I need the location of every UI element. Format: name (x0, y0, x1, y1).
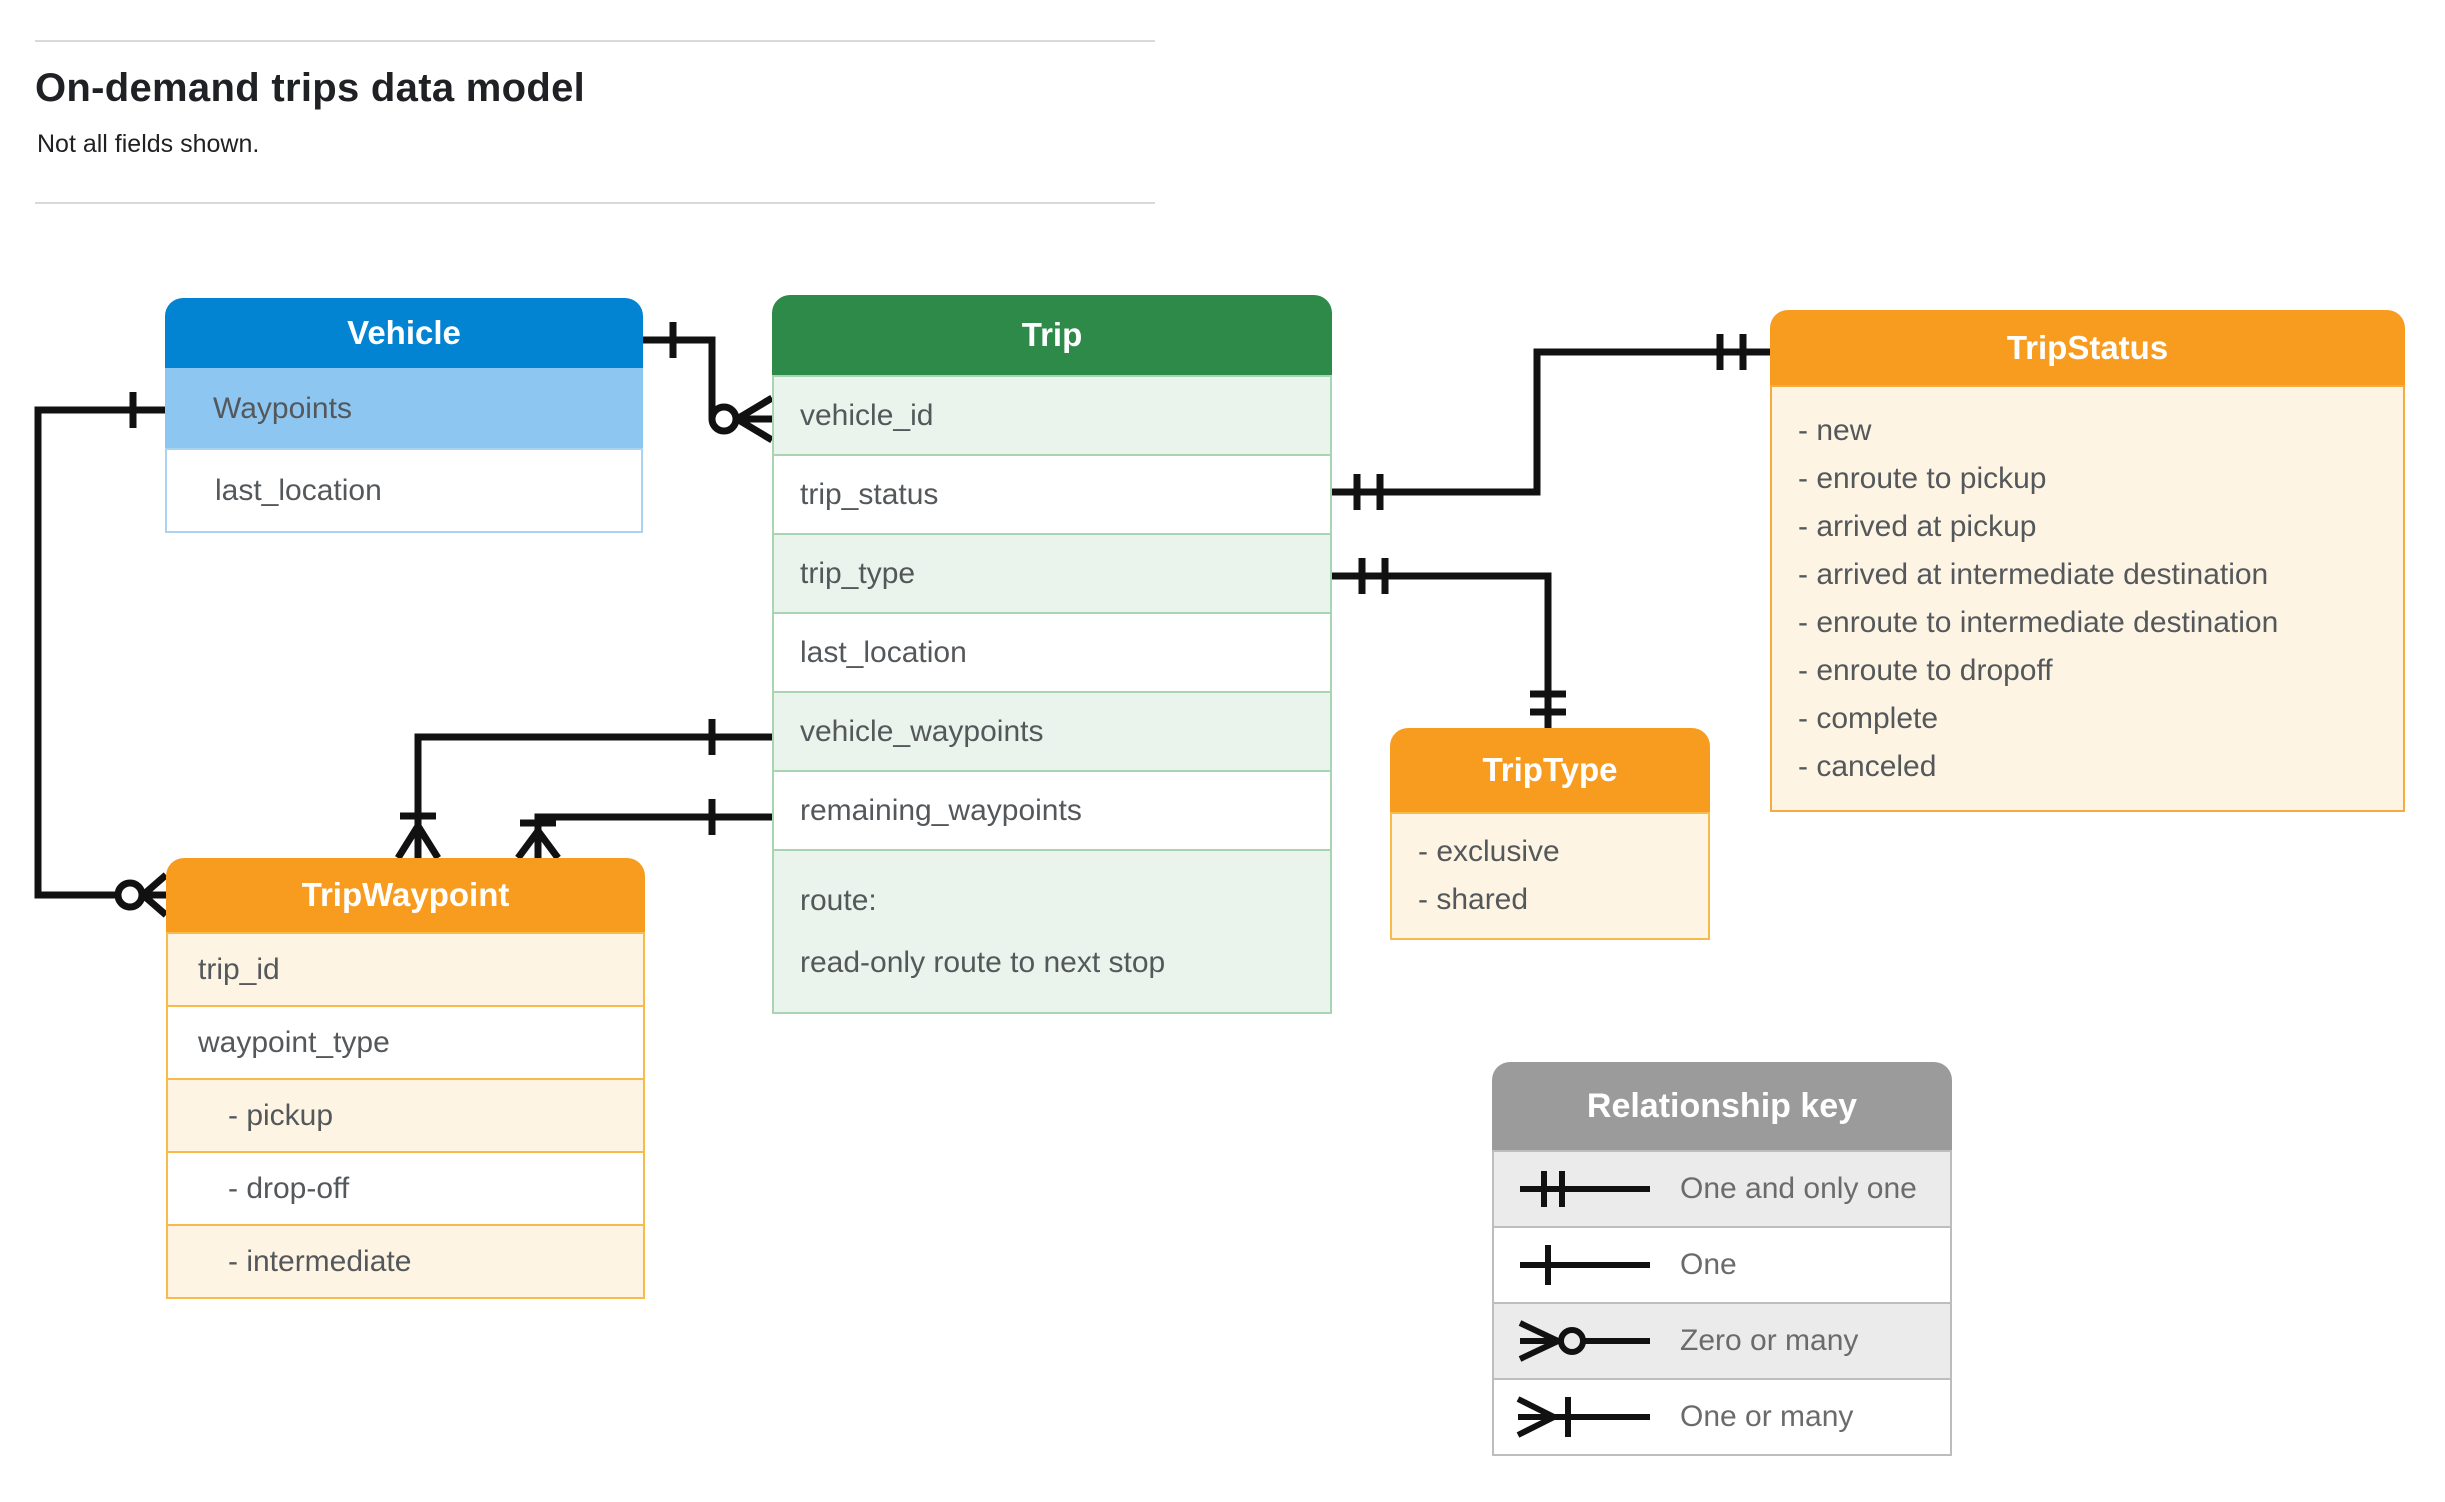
zero-or-many-crowfoot-icon (735, 394, 774, 444)
status-value: - arrived at pickup (1798, 509, 2037, 543)
top-divider (35, 40, 1155, 42)
one-and-only-one-ticks-icon (1353, 474, 1384, 510)
entity-tripwaypoint: TripWaypoint trip_id waypoint_type - pic… (166, 858, 645, 1299)
field-waypoint-type: waypoint_type (166, 1005, 645, 1080)
connector-vehicle-to-trip (643, 322, 774, 444)
page-subtitle: Not all fields shown. (37, 130, 260, 158)
connector-vehicle-waypoints-field-to-tripwaypoint (395, 719, 772, 860)
connector-trip-type-to-triptype (1332, 558, 1566, 728)
zero-or-many-crowfoot-icon (140, 872, 169, 918)
zero-or-many-circle-icon (708, 403, 740, 435)
legend-label: One or many (1680, 1400, 1854, 1433)
one-or-many-crowfoot-icon (395, 824, 441, 860)
field-trip-type: trip_type (772, 533, 1332, 614)
status-value: - canceled (1798, 749, 1937, 783)
connector-trip-status-to-tripstatus (1332, 334, 1770, 510)
status-value: - enroute to dropoff (1798, 653, 2053, 687)
entity-trip: Trip vehicle_id trip_status trip_type la… (772, 295, 1332, 1014)
tripstatus-values: - new - enroute to pickup - arrived at p… (1770, 385, 2405, 812)
one-or-many-icon (1516, 1396, 1650, 1438)
one-or-many-crowfoot-icon (515, 828, 561, 861)
title-divider (35, 202, 1155, 204)
field-route: route: read-only route to next stop (772, 849, 1332, 1014)
field-last-location: last_location (165, 448, 643, 533)
entity-vehicle-title: Vehicle (165, 298, 643, 368)
connector-remaining-waypoints-field-to-tripwaypoint (515, 799, 772, 861)
entity-tripwaypoint-title: TripWaypoint (166, 858, 645, 932)
one-icon (1520, 1245, 1650, 1285)
type-value: - shared (1418, 883, 1529, 916)
status-value: - new (1798, 413, 1872, 447)
field-remaining-waypoints: remaining_waypoints (772, 770, 1332, 851)
waypoint-type-pickup: - pickup (166, 1078, 645, 1153)
entity-vehicle: Vehicle Waypoints last_location (165, 298, 643, 533)
entity-tripstatus-title: TripStatus (1770, 310, 2405, 385)
entity-trip-title: Trip (772, 295, 1332, 375)
one-and-only-one-ticks-icon (1530, 690, 1566, 716)
field-vehicle-waypoints: vehicle_waypoints (772, 691, 1332, 772)
triptype-values: - exclusive - shared (1390, 812, 1710, 940)
status-value: - complete (1798, 701, 1939, 735)
one-and-only-one-ticks-icon (1358, 558, 1389, 594)
field-vehicle-id: vehicle_id (772, 375, 1332, 456)
relationship-key-title: Relationship key (1492, 1062, 1952, 1150)
status-value: - enroute to intermediate destination (1798, 605, 2279, 639)
entity-triptype: TripType - exclusive - shared (1390, 728, 1710, 940)
status-value: - enroute to pickup (1798, 461, 2047, 495)
entity-tripstatus: TripStatus - new - enroute to pickup - a… (1770, 310, 2405, 812)
legend-row-one: One (1492, 1226, 1952, 1304)
legend-row-zero-or-many: Zero or many (1492, 1302, 1952, 1380)
status-value: - arrived at intermediate destination (1798, 557, 2269, 591)
entity-triptype-title: TripType (1390, 728, 1710, 812)
connector-vehicle-waypoints-to-tripwaypoint (34, 392, 169, 918)
page-title: On-demand trips data model (35, 66, 586, 110)
legend-row-one-or-many: One or many (1492, 1378, 1952, 1456)
zero-or-many-circle-icon (114, 879, 146, 911)
field-last-location: last_location (772, 612, 1332, 693)
field-trip-status: trip_status (772, 454, 1332, 535)
legend-label: One and only one (1680, 1172, 1917, 1205)
one-and-only-one-ticks-icon (1716, 334, 1747, 370)
zero-or-many-icon (1518, 1320, 1650, 1362)
field-route-line2: read-only route to next stop (800, 945, 1166, 979)
type-value: - exclusive (1418, 835, 1560, 868)
legend-row-one-and-only-one: One and only one (1492, 1150, 1952, 1228)
legend-label: One (1680, 1248, 1737, 1281)
legend-label: Zero or many (1680, 1324, 1859, 1357)
waypoint-type-intermediate: - intermediate (166, 1224, 645, 1299)
one-and-only-one-icon (1520, 1171, 1650, 1207)
field-trip-id: trip_id (166, 932, 645, 1007)
field-waypoints: Waypoints (165, 368, 643, 450)
waypoint-type-drop-off: - drop-off (166, 1151, 645, 1226)
field-route-line1: route: (800, 883, 877, 917)
relationship-key: Relationship key One and only one One Ze… (1492, 1062, 1952, 1456)
